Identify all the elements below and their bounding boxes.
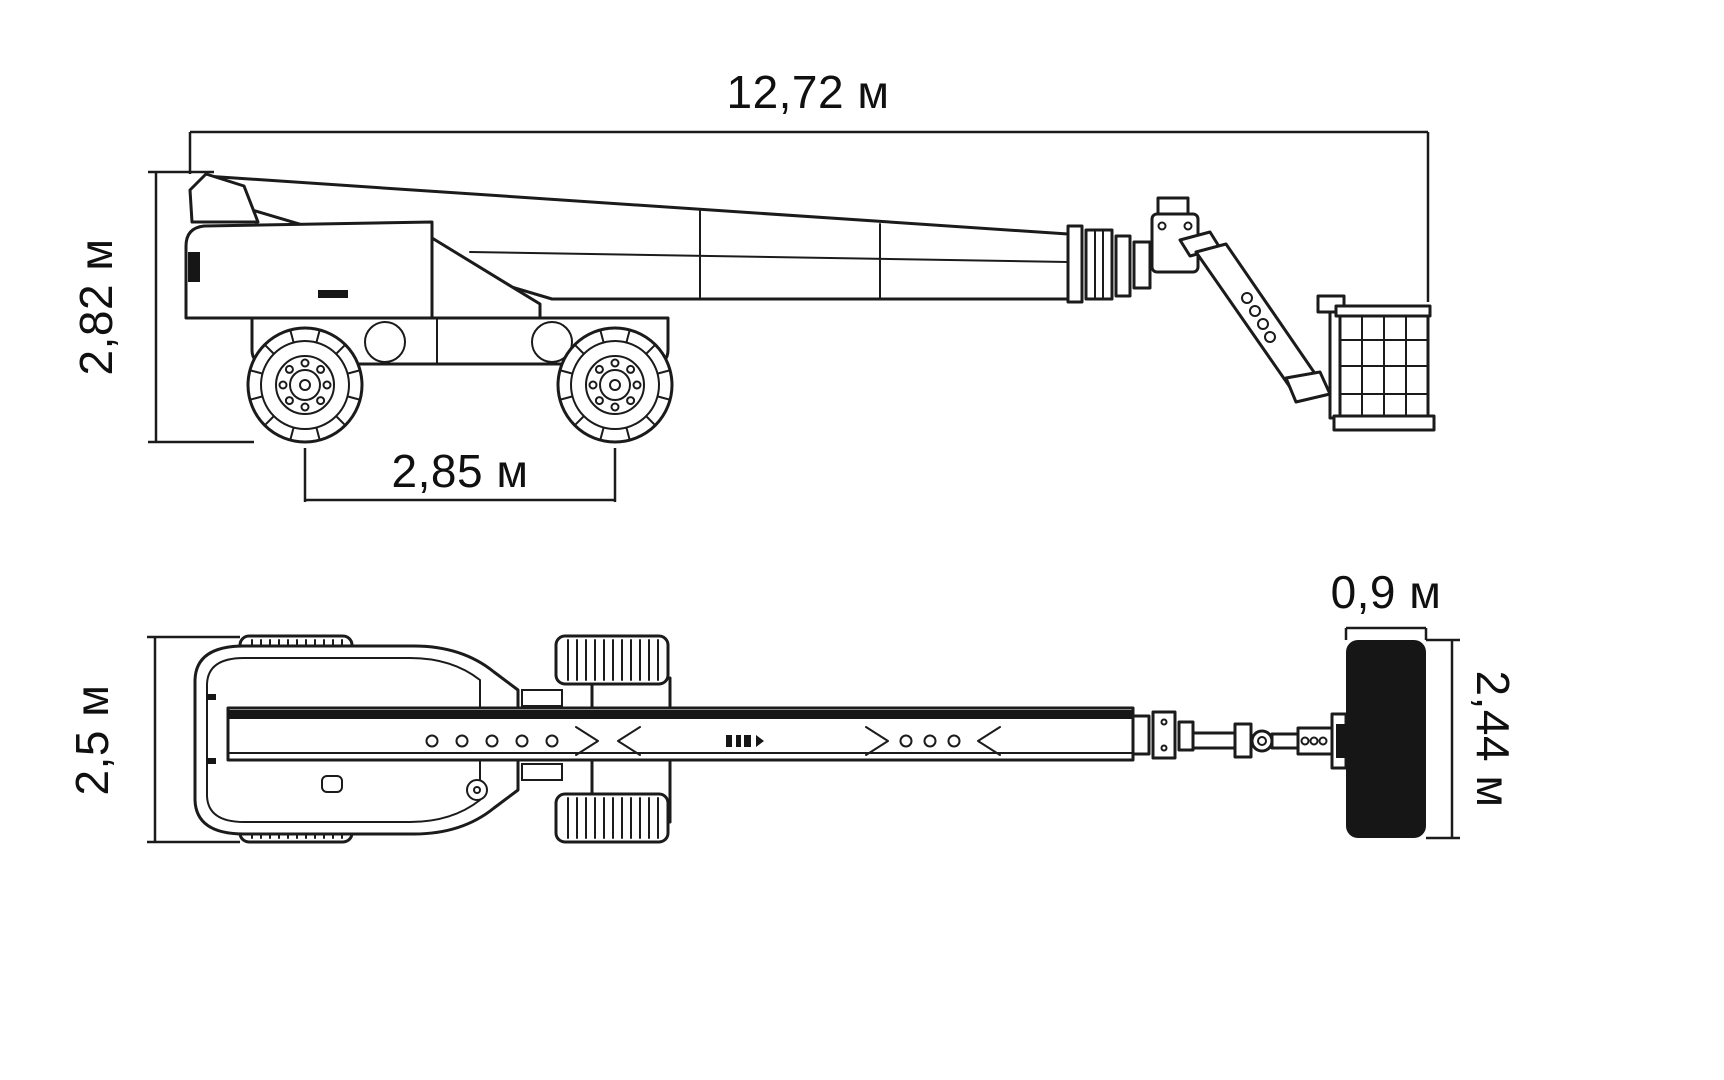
- turntable-body: [184, 220, 542, 320]
- side-view: 12,72 м 2,82 м: [70, 66, 1436, 502]
- dim-platform-length: 2,44 м: [1426, 638, 1519, 840]
- platform-basket: [1316, 294, 1436, 432]
- articulating-jib: [1150, 196, 1332, 404]
- wheelbase-label: 2,85 м: [392, 445, 529, 497]
- frame-link-bottom: [521, 763, 563, 781]
- overall-height-label: 2,82 м: [70, 239, 122, 376]
- frame-link-top: [521, 689, 563, 707]
- front-right-wheel: [554, 792, 670, 844]
- boom-nose: [1066, 224, 1152, 304]
- dim-overall-length: 12,72 м: [188, 66, 1430, 302]
- dim-overall-height: 2,82 м: [70, 170, 254, 444]
- dim-wheelbase: 2,85 м: [303, 445, 617, 502]
- plan-platform: [1336, 640, 1426, 838]
- rear-wheel: [246, 326, 364, 444]
- dim-platform-width: 0,9 м: [1331, 566, 1442, 640]
- overall-width-label: 2,5 м: [66, 685, 118, 796]
- platform-width-label: 0,9 м: [1331, 566, 1442, 618]
- dim-overall-width: 2,5 м: [66, 635, 240, 844]
- plan-boom: [226, 706, 1135, 762]
- side-view-machine: [184, 172, 1436, 444]
- overall-length-label: 12,72 м: [726, 66, 889, 118]
- front-left-wheel: [554, 634, 670, 686]
- body-hatch: [321, 775, 343, 793]
- plan-jib: [1131, 710, 1348, 770]
- work-platform: [1346, 640, 1426, 838]
- platform-length-label: 2,44 м: [1467, 671, 1519, 808]
- top-view-machine: [193, 634, 1426, 844]
- front-wheel: [556, 326, 674, 444]
- boom-decal: [726, 735, 764, 747]
- boom-pivot: [188, 172, 260, 224]
- top-view: 2,5 м: [66, 566, 1519, 844]
